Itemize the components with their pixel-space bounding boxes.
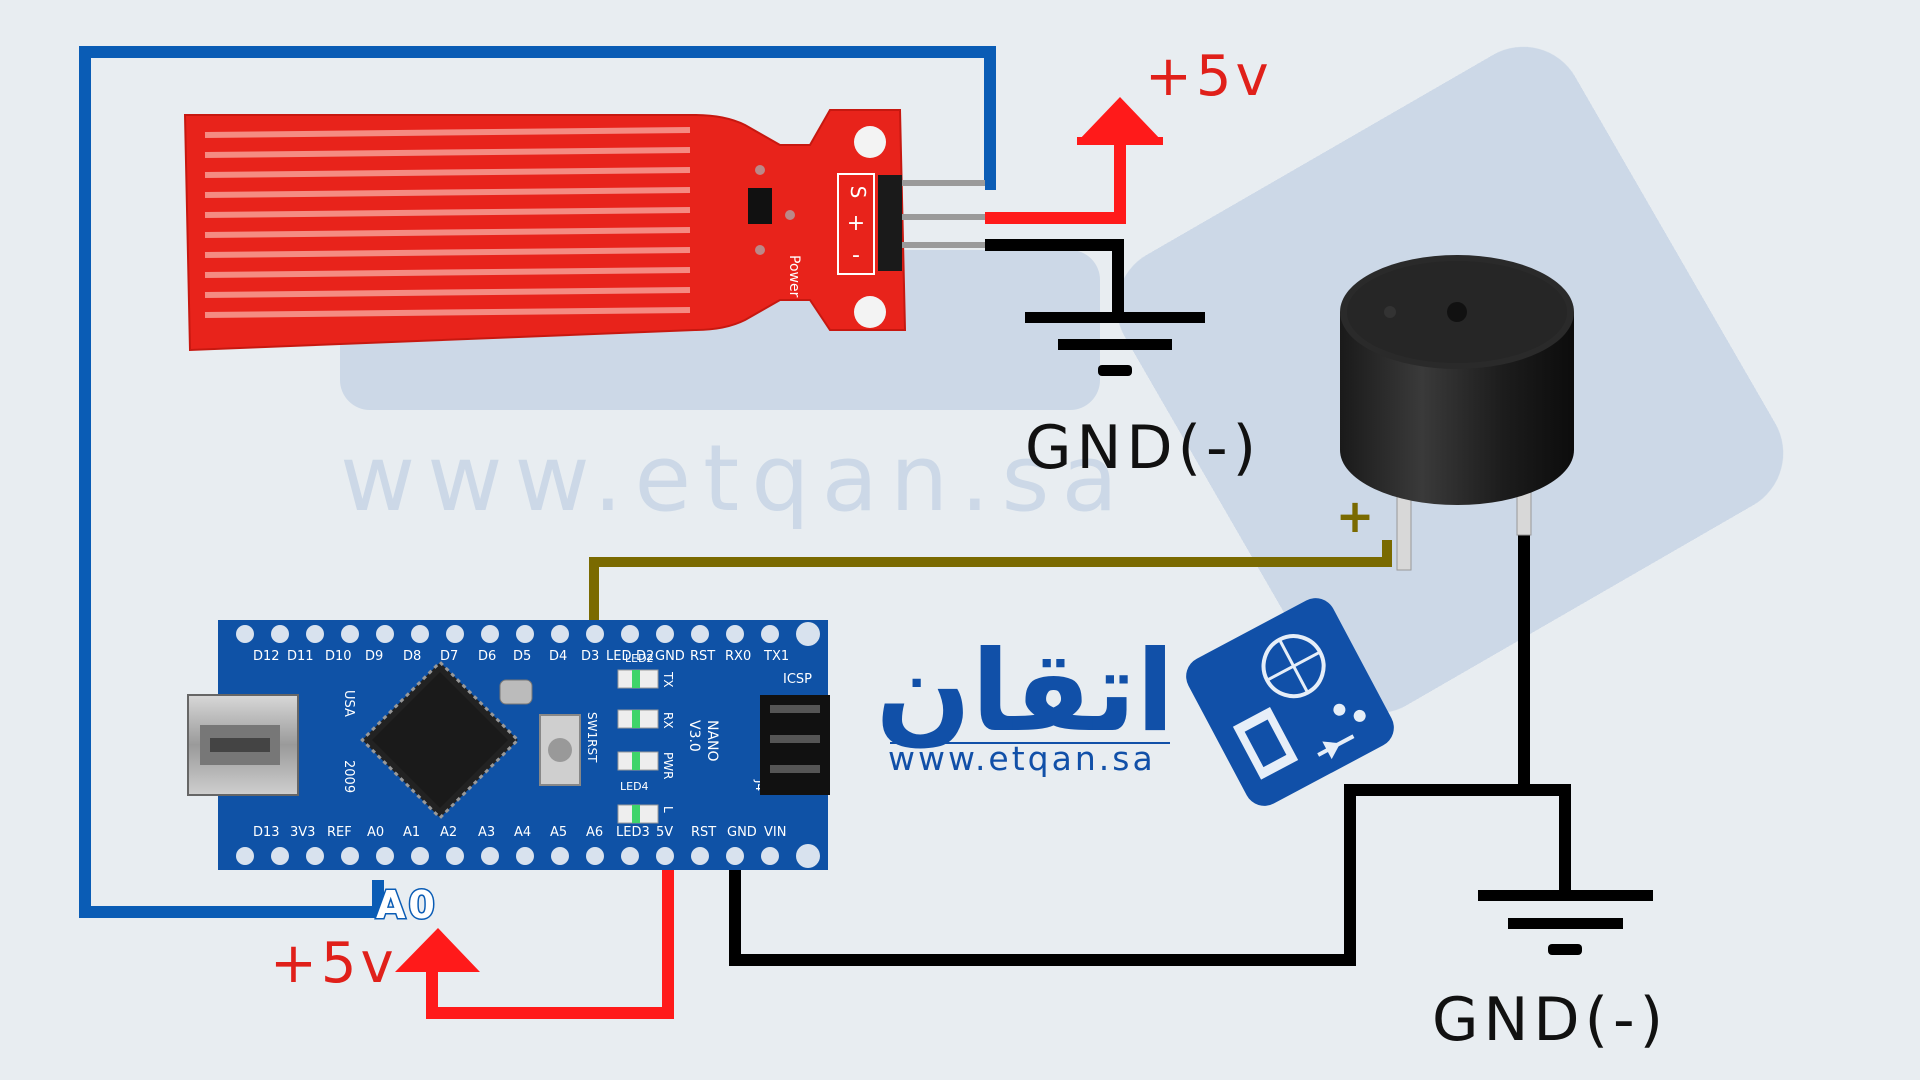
- gnd-top-label: GND(-): [1025, 413, 1261, 483]
- board-text: SW1RST: [585, 712, 599, 763]
- sensor-pin-minus: -: [852, 243, 860, 268]
- signal-wire: [79, 46, 996, 918]
- pin-label: RST: [690, 649, 715, 664]
- pin-label: D7: [440, 649, 458, 664]
- a0-label: A0: [375, 882, 438, 929]
- transistor-chip: [748, 188, 772, 224]
- pin-label: D13: [253, 825, 280, 840]
- chip-logo-icon: [1186, 598, 1394, 806]
- pin-label: A1: [403, 825, 420, 840]
- board-text: PWR: [661, 752, 675, 779]
- pin-label: A4: [514, 825, 531, 840]
- nano-top-pin-holes: [236, 622, 820, 646]
- icsp-header: [760, 695, 830, 795]
- usb-connector: [187, 694, 299, 796]
- board-text: RX: [661, 712, 675, 729]
- watermark-url: www.etqan.sa: [340, 425, 1130, 532]
- pin-label: D2: [636, 649, 654, 664]
- pin-label: D6: [478, 649, 496, 664]
- pin-label: A3: [478, 825, 495, 840]
- mount-hole: [854, 126, 886, 158]
- pin-label: LED3: [616, 825, 650, 840]
- pin-label: D11: [287, 649, 314, 664]
- sensor-pin-s: S: [846, 186, 870, 199]
- nano-bottom-pin-holes: [236, 844, 820, 868]
- plus5v-bottom-label: +5v: [270, 931, 398, 996]
- board-text: V3.0: [686, 720, 702, 752]
- pin-label: 3V3: [290, 825, 315, 840]
- pin-label: A0: [367, 825, 384, 840]
- ground-symbol-icon: [1478, 890, 1653, 955]
- nano-power-wire: [426, 870, 674, 1019]
- arrow-up-icon: [1077, 97, 1163, 145]
- sensor-traces: [204, 127, 691, 318]
- board-text: L: [661, 806, 675, 813]
- brand-logo: اتقان www.etqan.sa: [876, 598, 1394, 806]
- brand-url: www.etqan.sa: [888, 739, 1156, 778]
- board-text: LED4: [620, 780, 649, 793]
- pin-label: RST: [691, 825, 716, 840]
- water-level-sensor: Power S + -: [183, 109, 985, 352]
- pin-label: D3: [581, 649, 599, 664]
- pin-label: D12: [253, 649, 280, 664]
- reset-button: [539, 714, 581, 786]
- pin-label: D9: [365, 649, 383, 664]
- nano-ground-wire: [729, 784, 1571, 966]
- board-text: TX: [661, 671, 675, 688]
- ground-symbol-icon: [1025, 312, 1205, 376]
- pin-label: RX0: [725, 649, 751, 664]
- crystal: [499, 679, 533, 705]
- buzzer-plus-label: +: [1336, 489, 1375, 543]
- sensor-power-label: Power: [786, 255, 802, 298]
- arduino-nano-board: D12 D11 D10 D9 D8 D7 D6 D5 D4 D3 LED D2 …: [187, 620, 830, 870]
- pin-label: D5: [513, 649, 531, 664]
- sensor-power-wire: [985, 140, 1126, 224]
- pin-label: REF: [327, 825, 352, 840]
- buzzer-signal-wire: [589, 540, 1392, 620]
- board-text: LED2: [625, 652, 654, 665]
- pin-label: A5: [550, 825, 567, 840]
- pin-label: D4: [549, 649, 567, 664]
- board-text: 2009: [341, 760, 356, 793]
- pin-label: D8: [403, 649, 421, 664]
- arrow-up-icon: [395, 928, 480, 972]
- pin-label: D10: [325, 649, 352, 664]
- svg-text:A0: A0: [376, 883, 438, 927]
- gnd-bottom-label: GND(-): [1432, 985, 1668, 1055]
- piezo-buzzer: [1340, 255, 1574, 571]
- board-text: USA: [341, 690, 356, 717]
- sensor-pin-plus: +: [847, 211, 865, 236]
- pin-label: VIN: [764, 825, 786, 840]
- pin-label: TX1: [763, 649, 789, 664]
- board-text: ICSP: [783, 672, 812, 687]
- mount-hole: [854, 296, 886, 328]
- board-text: NANO: [704, 720, 720, 762]
- pin-label: GND: [655, 649, 685, 664]
- plus5v-top-label: +5v: [1145, 44, 1273, 109]
- pin-label: LED: [606, 649, 631, 664]
- brand-arabic: اتقان: [876, 627, 1175, 757]
- sensor-ground-wire: [985, 239, 1124, 318]
- pin-label: A2: [440, 825, 457, 840]
- pin-label: GND: [727, 825, 757, 840]
- pin-label: A6: [586, 825, 603, 840]
- microcontroller-chip: [360, 660, 520, 820]
- pin-label: 5V: [656, 825, 673, 840]
- status-leds: [617, 669, 659, 824]
